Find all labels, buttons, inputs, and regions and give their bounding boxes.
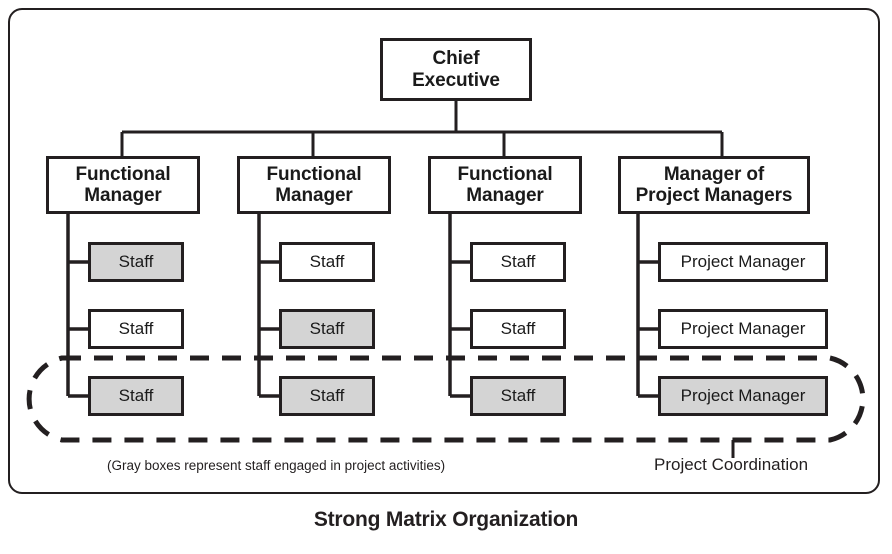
node-chief-executive[interactable]: Chief Executive <box>380 38 532 101</box>
node-label: Project Manager <box>680 386 806 406</box>
node-label: Staff <box>309 319 345 339</box>
node-staff-3-1[interactable]: Staff <box>470 242 566 282</box>
node-label: Project Manager <box>680 319 806 339</box>
node-label: Staff <box>500 252 536 272</box>
node-staff-2-2[interactable]: Staff <box>279 309 375 349</box>
node-staff-1-2[interactable]: Staff <box>88 309 184 349</box>
node-label: Staff <box>118 319 154 339</box>
node-label: Functional Manager <box>457 163 553 206</box>
node-functional-manager-3[interactable]: Functional Manager <box>428 156 582 214</box>
gray-box-legend-caption: (Gray boxes represent staff engaged in p… <box>107 458 446 473</box>
project-coordination-label: Project Coordination <box>654 455 809 474</box>
node-staff-2-1[interactable]: Staff <box>279 242 375 282</box>
node-project-manager-3[interactable]: Project Manager <box>658 376 828 416</box>
node-manager-of-project-managers[interactable]: Manager of Project Managers <box>618 156 810 214</box>
node-label: Staff <box>309 252 345 272</box>
node-functional-manager-1[interactable]: Functional Manager <box>46 156 200 214</box>
node-functional-manager-2[interactable]: Functional Manager <box>237 156 391 214</box>
node-label: Project Manager <box>680 252 806 272</box>
node-staff-1-3[interactable]: Staff <box>88 376 184 416</box>
node-project-manager-1[interactable]: Project Manager <box>658 242 828 282</box>
node-staff-3-3[interactable]: Staff <box>470 376 566 416</box>
figure-title: Strong Matrix Organization <box>313 508 579 531</box>
node-label: Manager of Project Managers <box>635 163 793 206</box>
node-staff-1-1[interactable]: Staff <box>88 242 184 282</box>
node-project-manager-2[interactable]: Project Manager <box>658 309 828 349</box>
node-label: Staff <box>500 319 536 339</box>
node-staff-3-2[interactable]: Staff <box>470 309 566 349</box>
node-label: Functional Manager <box>75 163 171 206</box>
node-label: Functional Manager <box>266 163 362 206</box>
node-label: Chief Executive <box>412 48 500 91</box>
node-label: Staff <box>118 252 154 272</box>
node-label: Staff <box>500 386 536 406</box>
node-label: Staff <box>309 386 345 406</box>
node-label: Staff <box>118 386 154 406</box>
node-staff-2-3[interactable]: Staff <box>279 376 375 416</box>
